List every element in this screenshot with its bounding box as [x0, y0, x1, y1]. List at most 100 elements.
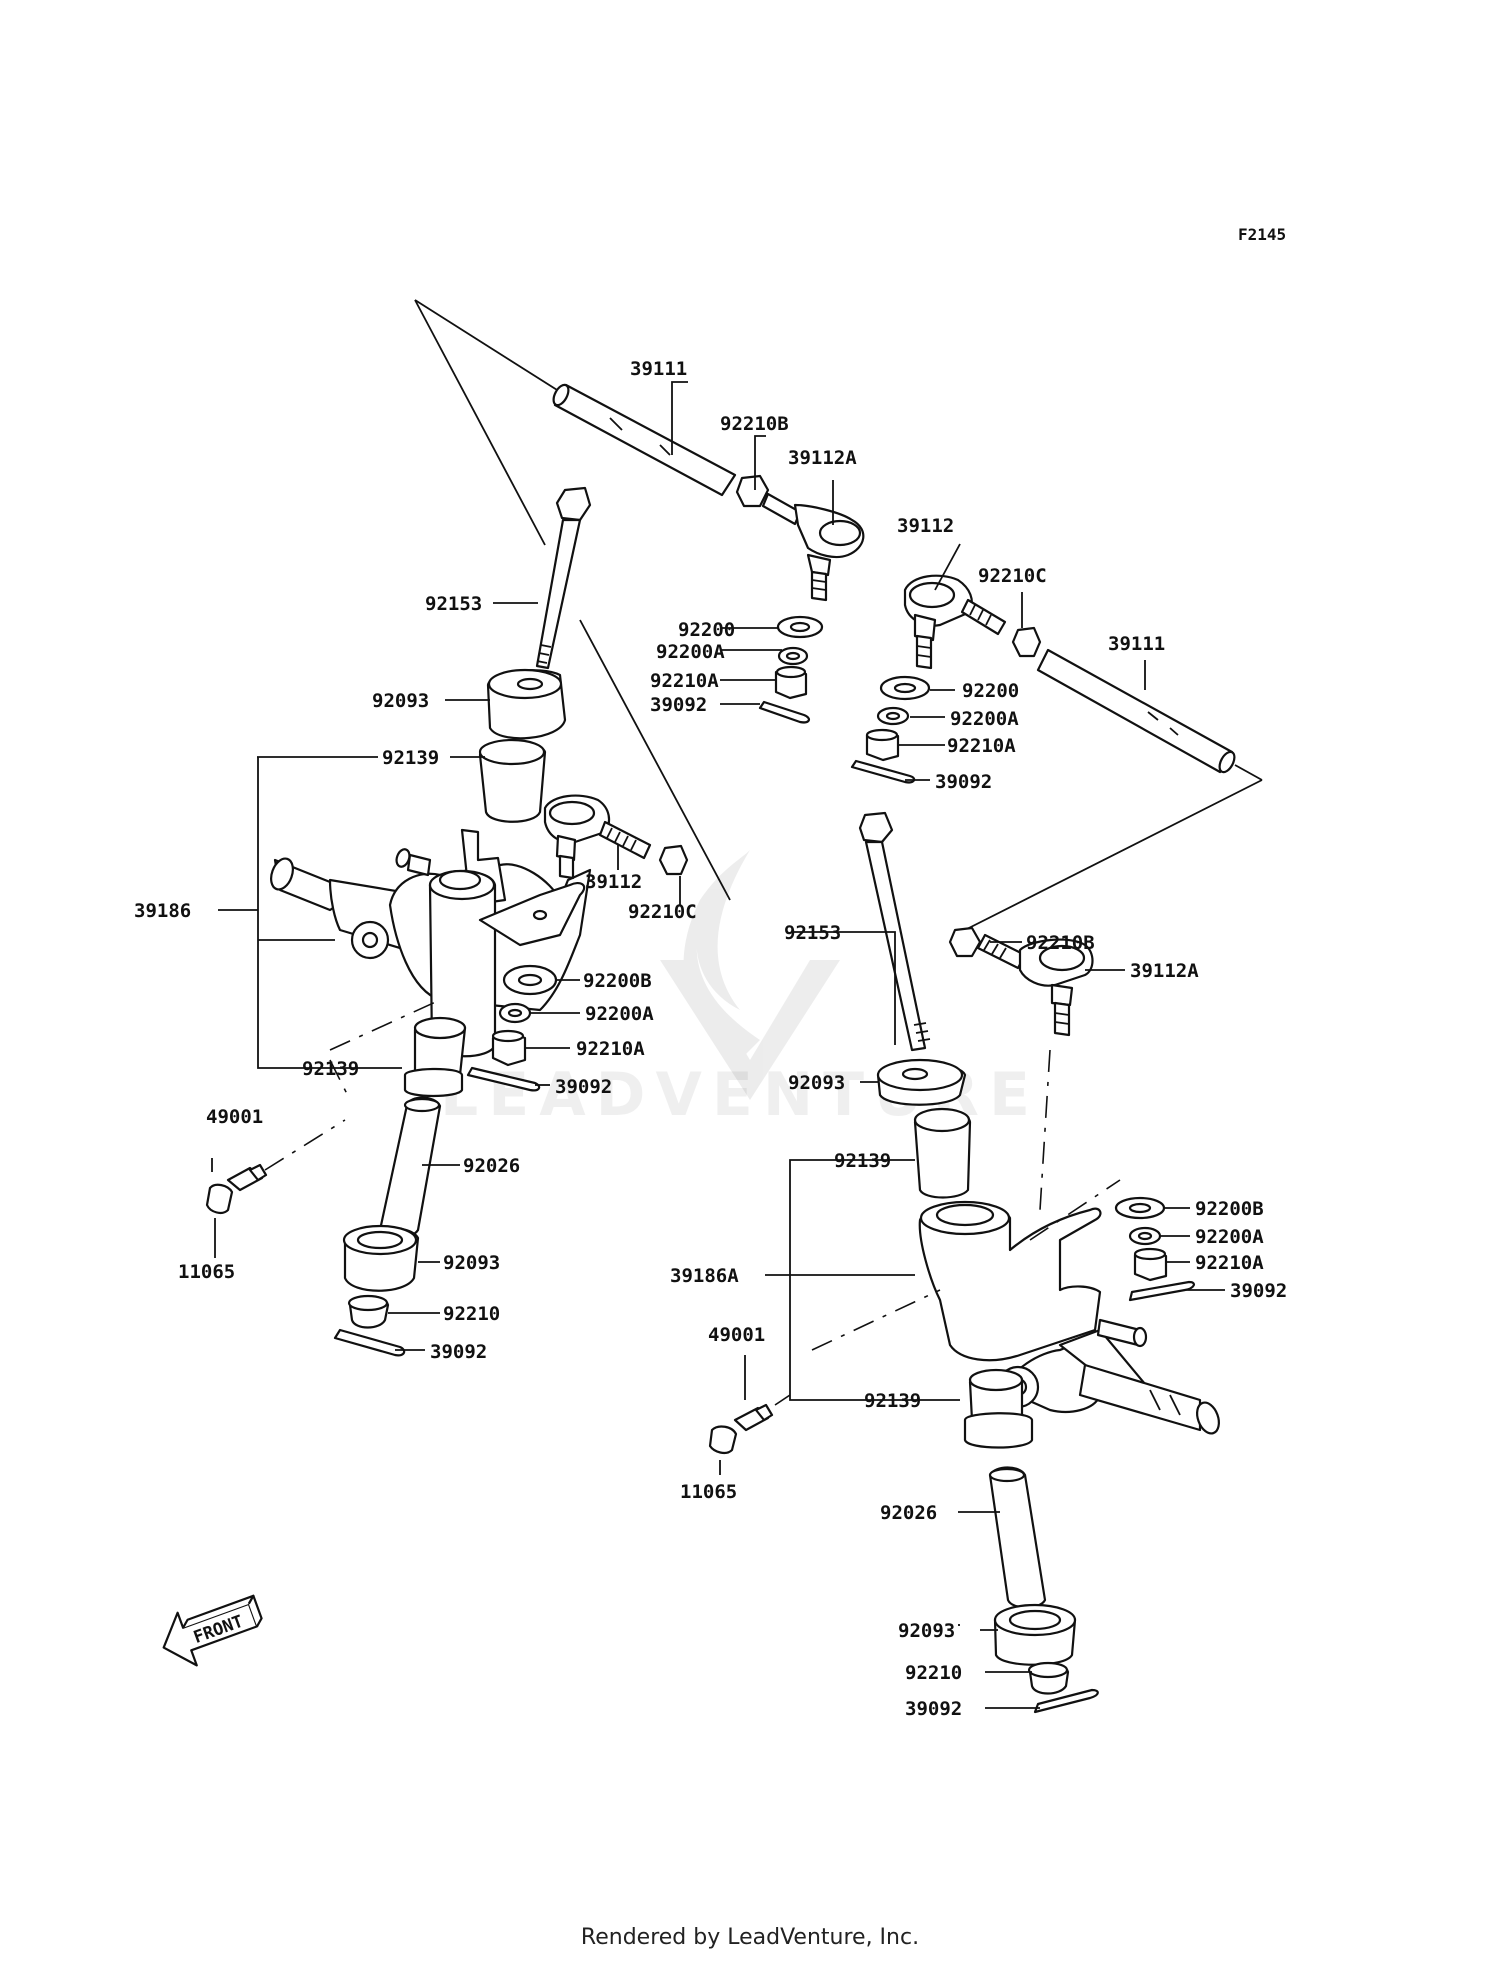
label-pin-left: 39092 [555, 1076, 612, 1098]
tie-rod-assembly [414, 299, 1263, 936]
footer-credit: Rendered by LeadVenture, Inc. [580, 1925, 920, 1950]
seal-upper-left[interactable] [486, 668, 567, 740]
label-knuckle-left: 39186 [134, 900, 191, 922]
bushing-upper-right[interactable] [913, 1107, 972, 1199]
label-nut-a-top-right: 92210A [947, 735, 1016, 757]
label-tie-end-right: 39112 [897, 515, 954, 537]
nut-lower-right[interactable] [1027, 1661, 1070, 1695]
tie-rod-end-a-upper[interactable] [761, 492, 865, 602]
cotter-pin-lower-left[interactable] [333, 1328, 406, 1357]
label-fitting-left: 49001 [206, 1106, 263, 1128]
washer-b-right[interactable] [1114, 1196, 1166, 1220]
leader-line [329, 1059, 351, 1101]
bushing-lower-right[interactable] [963, 1368, 1034, 1449]
label-bush-bot-right: 92139 [864, 1390, 921, 1412]
label-washer-a-top-right: 92200A [950, 708, 1019, 730]
label-locknut-b-right: 92210B [1026, 932, 1095, 954]
cotter-pin-upper-right[interactable] [850, 759, 916, 784]
label-washer-b-left: 92200B [583, 970, 652, 992]
label-cap-right: 11065 [680, 1481, 737, 1503]
bushing-upper-left[interactable] [478, 738, 547, 823]
label-locknut-c-right: 92210C [978, 565, 1047, 587]
grease-fitting-right[interactable] [733, 1403, 774, 1432]
locknut-left[interactable] [735, 474, 770, 508]
cotter-pin-left[interactable] [466, 1066, 541, 1092]
leader-line [414, 299, 546, 546]
tie-rod-right[interactable] [1036, 648, 1237, 775]
washer-a-left[interactable] [498, 1002, 532, 1024]
tie-rod-left[interactable] [551, 382, 737, 497]
locknut-c-middle[interactable] [658, 844, 689, 876]
label-washer-b-right: 92200B [1195, 1198, 1264, 1220]
callout-leaders [211, 381, 1225, 1709]
label-nut-a-top-left: 92210A [650, 670, 719, 692]
locknut-c-upper-right[interactable] [1011, 626, 1042, 658]
cotter-pin-lower-right[interactable] [1033, 1688, 1099, 1714]
cotter-pin-upper-left[interactable] [758, 700, 810, 724]
label-fitting-right: 49001 [708, 1324, 765, 1346]
cotter-pin-right[interactable] [1128, 1280, 1195, 1302]
leader-line [329, 999, 441, 1051]
grease-fitting-left[interactable] [226, 1163, 268, 1192]
label-washer-top-right: 92200 [962, 680, 1019, 702]
label-tie-rod-left: 39111 [630, 358, 687, 380]
washer-a-upper-right[interactable] [876, 706, 910, 726]
label-pin-top-right: 39092 [935, 771, 992, 793]
callout-labels: 39111 92210B 39112A 39112 92210C 39111 9… [134, 358, 1287, 1720]
label-locknut-c-mid: 92210C [628, 901, 697, 923]
label-pin-bot-left: 39092 [430, 1341, 487, 1363]
tie-rod-end-upper-right[interactable] [903, 574, 1007, 670]
right-knuckle-assembly [708, 811, 1223, 1714]
label-knuckle-right: 39186A [670, 1265, 739, 1287]
knuckle-right[interactable] [918, 1200, 1223, 1436]
label-pin-right: 39092 [1230, 1280, 1287, 1302]
nut-a-upper-right[interactable] [865, 728, 900, 762]
label-pin-bot-right: 39092 [905, 1698, 962, 1720]
bolt-left[interactable] [535, 486, 592, 670]
label-tie-end-a-right: 39112A [1130, 960, 1199, 982]
tie-rod-end-middle[interactable] [543, 794, 652, 880]
leader-line [264, 1119, 346, 1171]
leader-line [1039, 1049, 1051, 1211]
left-knuckle-assembly [205, 486, 689, 1357]
washer-a-right[interactable] [1128, 1226, 1162, 1246]
diagram-code: F2145 [1238, 225, 1286, 244]
label-seal-top-right: 92093 [788, 1072, 845, 1094]
nut-lower-left[interactable] [347, 1294, 390, 1329]
label-washer-a-right: 92200A [1195, 1226, 1264, 1248]
leader-line [1029, 1179, 1121, 1241]
bushing-lower-left[interactable] [403, 1016, 467, 1098]
cap-left[interactable] [205, 1183, 234, 1214]
locknut-b-right[interactable] [948, 926, 982, 958]
tie-rod-end-a-right[interactable] [976, 933, 1094, 1037]
label-tie-end-mid: 39112 [585, 871, 642, 893]
label-seal-bot-left: 92093 [443, 1252, 500, 1274]
washer-upper-right[interactable] [879, 675, 931, 701]
washer-upper-left[interactable] [776, 615, 824, 639]
label-nut-a-left: 92210A [576, 1038, 645, 1060]
label-nut-bot-left: 92210 [443, 1303, 500, 1325]
leader-line [811, 1289, 941, 1351]
label-washer-top-left: 92200 [678, 619, 735, 641]
nut-a-upper-left[interactable] [774, 665, 808, 700]
nut-a-right[interactable] [1133, 1247, 1168, 1282]
label-collar-right: 92026 [880, 1502, 937, 1524]
seal-lower-right[interactable] [993, 1603, 1077, 1666]
label-seal-bot-right: 92093 [898, 1620, 955, 1642]
seal-lower-left[interactable] [342, 1224, 420, 1292]
washer-b-left[interactable] [502, 964, 558, 996]
label-cap-left: 11065 [178, 1261, 235, 1283]
label-tie-rod-right: 39111 [1108, 633, 1165, 655]
collar-right[interactable] [988, 1466, 1047, 1609]
label-bush-top-left: 92139 [382, 747, 439, 769]
leader-line [774, 1394, 791, 1406]
nut-a-left[interactable] [491, 1029, 527, 1067]
seal-upper-right[interactable] [876, 1058, 967, 1106]
label-seal-top-left: 92093 [372, 690, 429, 712]
collar-left[interactable] [378, 1096, 442, 1239]
knuckle-left[interactable] [267, 828, 592, 1058]
washer-a-upper-left[interactable] [777, 646, 809, 666]
label-nut-bot-right: 92210 [905, 1662, 962, 1684]
label-bolt-left: 92153 [425, 593, 482, 615]
cap-right[interactable] [708, 1425, 738, 1455]
